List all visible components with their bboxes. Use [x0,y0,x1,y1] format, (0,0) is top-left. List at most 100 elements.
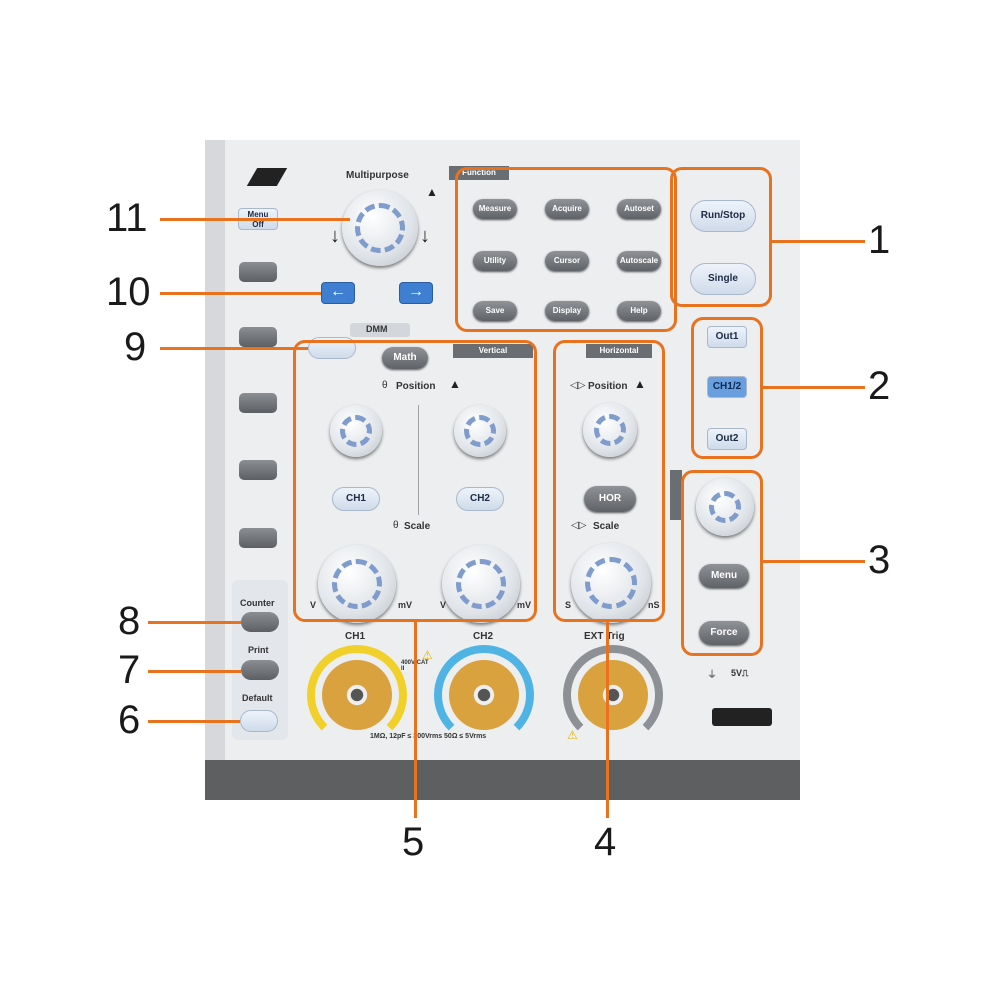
trigger-menu-button[interactable]: Menu [699,564,749,588]
run-group-box [670,167,772,307]
softkey-button-5[interactable] [239,528,277,548]
vertical-position-icon: θ [382,380,388,391]
ch2-scale-v-label: V [440,600,447,610]
ch1-scale-mv-label: mV [398,600,413,610]
right-arrow-button[interactable]: → [399,282,433,304]
force-button[interactable]: Force [699,621,749,645]
callout-number-2: 2 [868,364,891,408]
function-group-box [455,167,677,332]
ch2-position-knob-ring [464,415,496,447]
vertical-scale-icon: θ [393,520,399,531]
print-label: Print [248,645,269,655]
callout-leader-6 [148,720,240,723]
autoset-button[interactable]: Autoset [617,199,661,219]
right-arrow-icon: → [408,283,424,300]
callout-number-1: 1 [868,218,891,262]
default-button[interactable] [240,710,278,732]
horizontal-group-box [553,340,665,622]
ch2-bnc-connector[interactable] [449,660,519,730]
callout-leader-4 [606,622,609,818]
acquire-button[interactable]: Acquire [545,199,589,219]
horizontal-position-label: Position [588,381,628,392]
vertical-tab: Vertical [453,344,533,358]
rotate-left-arrow-icon: ↓ [330,225,340,247]
ext-trig-bnc-connector[interactable] [578,660,648,730]
horizontal-scale-ns-label: nS [648,600,660,610]
horizontal-position-knob-ring [594,414,626,446]
callout-number-4: 4 [594,820,617,864]
hor-button[interactable]: HOR [584,486,636,512]
callout-leader-2 [763,386,865,389]
ext-bnc-ring [563,645,663,745]
callout-number-11: 11 [106,196,148,240]
left-arrow-button[interactable]: ← [321,282,355,304]
ch1-2-button[interactable]: CH1/2 [707,376,747,398]
callout-number-8: 8 [118,599,141,643]
menu-off-line1: Menu [247,210,269,219]
rotate-right-arrow-icon: ↓ [420,225,430,247]
callout-number-5: 5 [402,820,425,864]
ch2-button[interactable]: CH2 [456,487,504,511]
save-button[interactable]: Save [473,301,517,321]
ch1-input-label: CH1 [345,631,366,642]
cursor-button[interactable]: Cursor [545,251,589,271]
measure-button[interactable]: Measure [473,199,517,219]
autoscale-button[interactable]: Autoscale [617,251,661,271]
horizontal-scale-knob-ring [585,557,637,609]
multipurpose-knob-ring [355,203,405,253]
callout-leader-7 [148,670,241,673]
counter-button[interactable] [241,612,279,632]
probe-comp-terminal [712,708,772,726]
counter-label: Counter [240,598,275,608]
horizontal-zero-icon: ▲ [634,377,646,391]
vertical-zero-icon: ▲ [449,377,461,391]
horizontal-scale-label: Scale [593,521,620,532]
display-button[interactable]: Display [545,301,589,321]
softkey-button-3[interactable] [239,393,277,413]
default-label: Default [242,693,273,703]
callout-number-3: 3 [868,538,891,582]
ch1-bnc-ring [307,645,407,745]
vertical-group-box [293,340,537,622]
horizontal-scale-icon: ◁▷ [571,520,587,531]
softkey-button-4[interactable] [239,460,277,480]
single-button[interactable]: Single [690,263,756,295]
multipurpose-label: Multipurpose [346,170,409,181]
softkey-button-1[interactable] [239,262,277,282]
callout-leader-5 [414,622,417,818]
trigger-tab [670,470,682,520]
softkey-button-2[interactable] [239,327,277,347]
callout-number-10: 10 [106,270,151,314]
help-button[interactable]: Help [617,301,661,321]
warning-icon: ⚠ [422,648,433,662]
out1-button[interactable]: Out1 [707,326,747,348]
utility-button[interactable]: Utility [473,251,517,271]
dmm-tab [350,323,410,337]
ch1-position-knob-ring [340,415,372,447]
callout-leader-1 [772,240,865,243]
callout-number-9: 9 [124,325,147,369]
trigger-group-box [681,470,763,656]
run-stop-button[interactable]: Run/Stop [690,200,756,232]
bottom-warning-icon: ⚠ [567,728,578,742]
left-arrow-icon: ← [330,283,346,300]
print-button[interactable] [241,660,279,680]
ch2-bnc-ring [434,645,534,745]
output-group-box [691,317,763,459]
ch2-scale-mv-label: mV [517,600,532,610]
ch1-bnc-connector[interactable] [322,660,392,730]
out2-button[interactable]: Out2 [707,428,747,450]
ch1-button[interactable]: CH1 [332,487,380,511]
callout-leader-9 [160,347,308,350]
math-button[interactable]: Math [382,347,428,369]
trigger-level-knob-ring [709,491,741,523]
ch1-scale-v-label: V [310,600,317,610]
vertical-position-label: Position [396,381,436,392]
callout-number-6: 6 [118,698,141,742]
menu-off-line2: Off [252,220,264,229]
callout-leader-10 [160,292,321,295]
panel-base [205,760,800,800]
vertical-scale-label: Scale [404,521,431,532]
horizontal-tab: Horizontal [586,344,652,358]
ground-icon: ⏚ [707,670,717,681]
